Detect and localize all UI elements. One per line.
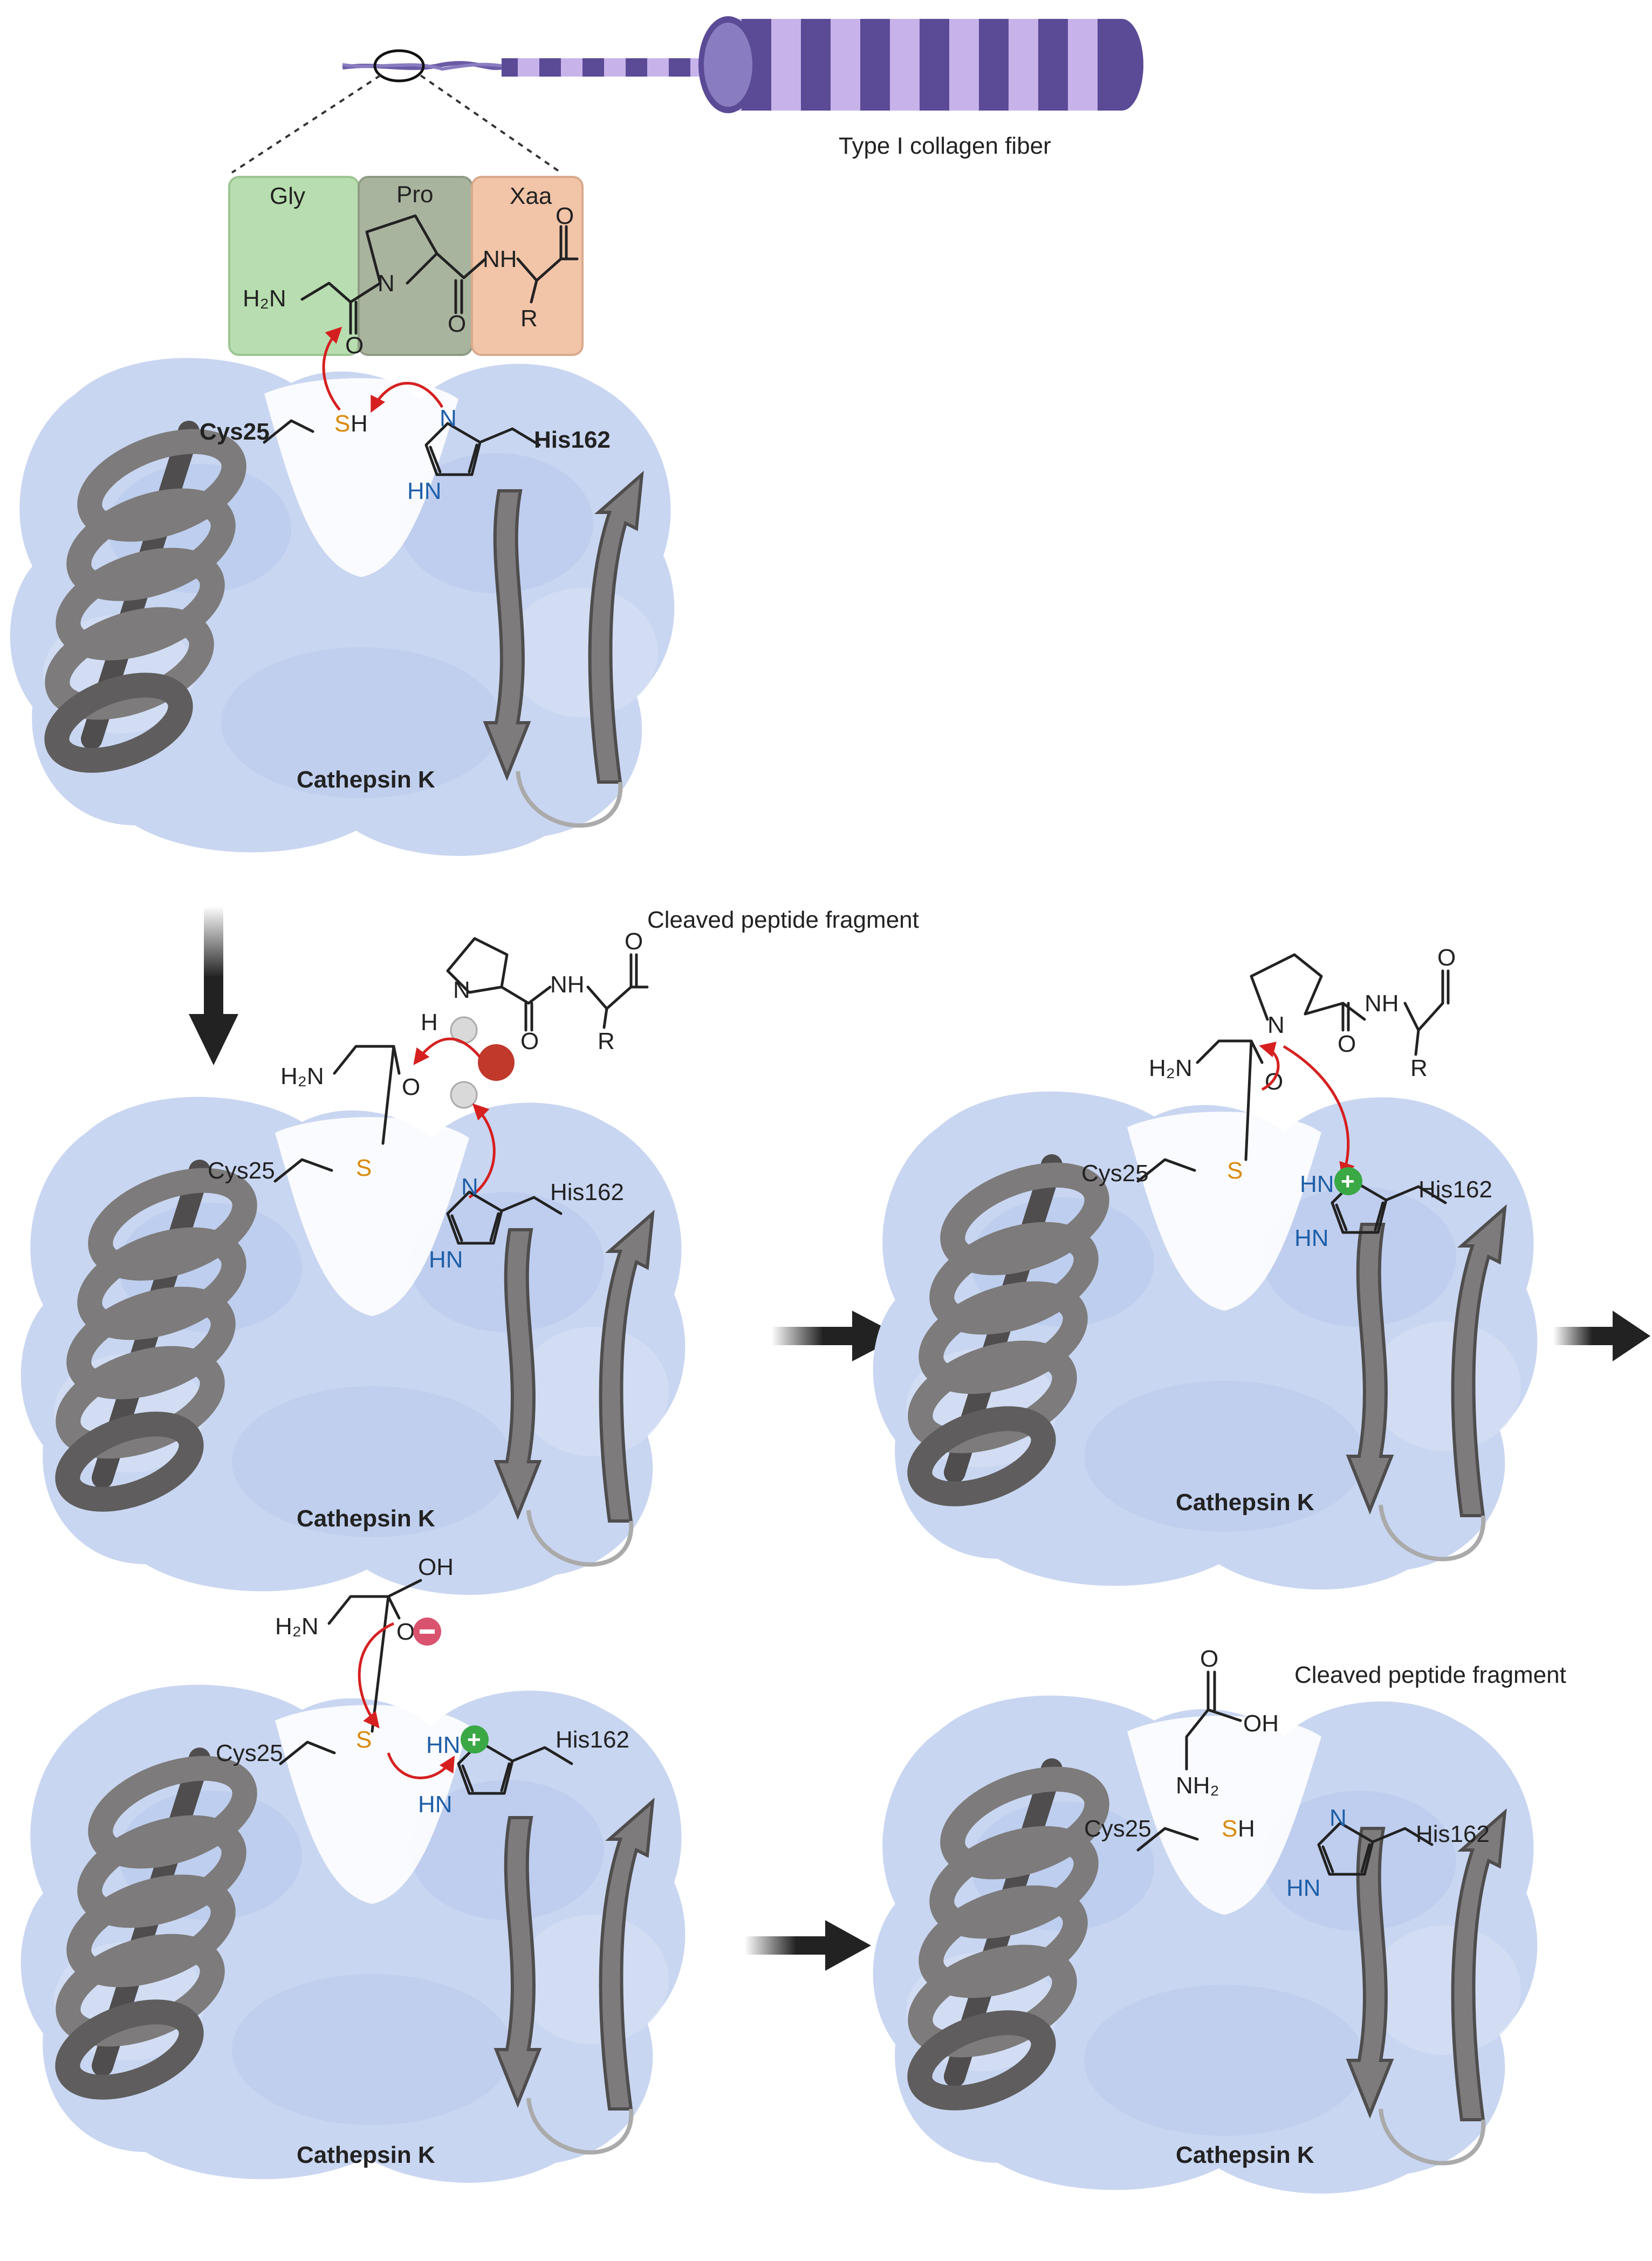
p1-imid-n-bottom: HN (407, 478, 442, 504)
p3-oxygen: O (1265, 1068, 1283, 1095)
gly-amine: H₂N (243, 285, 286, 312)
p1-enzyme-label: Cathepsin K (297, 766, 435, 793)
collagen-fiber: Type I collagen fiber (231, 16, 1143, 174)
p2-fragment-label: Cleaved peptide fragment (647, 907, 919, 933)
p3-nh: NH (1365, 990, 1399, 1017)
p3-sulfur: S (1227, 1157, 1243, 1184)
p5-sulfur-h: H (1238, 1815, 1255, 1842)
p4-amine: H₂N (275, 1613, 319, 1640)
step-arrow-right-2 (1553, 1311, 1650, 1361)
p2-amine: H₂N (280, 1063, 324, 1090)
step-arrow-right-1 (771, 1311, 901, 1361)
p4-imid-n-top: HN (426, 1732, 461, 1758)
p2-oxygen: O (402, 1074, 420, 1100)
zoom-ring (373, 49, 425, 83)
p4-cys-label: Cys25 (216, 1740, 283, 1766)
p1-sulfur-h: H (351, 410, 368, 437)
p1-sulfur: S (334, 410, 350, 437)
panel-1: Cys25 S H N HN His162 Cathepsin K (10, 326, 675, 856)
p5-his-label: His162 (1416, 1821, 1490, 1847)
p2-frag-o: O (520, 1028, 539, 1054)
svg-text:+: + (467, 1726, 481, 1753)
p4-his-label: His162 (556, 1726, 629, 1753)
p3-cys-label: Cys25 (1081, 1160, 1149, 1187)
pro-label: Pro (396, 181, 433, 208)
p3-plus-badge (1334, 1167, 1362, 1195)
p4-enzyme-label: Cathepsin K (297, 2142, 435, 2168)
p5-fragment-label: Cleaved peptide fragment (1294, 1662, 1566, 1688)
p2-enzyme-label: Cathepsin K (297, 1505, 435, 1532)
p5-amine: NH₂ (1176, 1772, 1219, 1799)
p2-imid-n-bottom: HN (429, 1246, 463, 1273)
water-oxygen (478, 1044, 515, 1081)
collagen-fiber-label: Type I collagen fiber (839, 133, 1051, 159)
p2-frag-r: R (598, 1028, 615, 1054)
xaa-carbonyl-o: O (556, 203, 574, 229)
gly-carbonyl-o: O (345, 332, 364, 359)
p2-frag-nh: NH (550, 971, 585, 998)
panel-4: H₂N OH O Cys25 S HN + HN His162 Cathepsi… (21, 1554, 686, 2183)
p3-enzyme-label: Cathepsin K (1176, 1489, 1314, 1516)
panel-5: Cleaved peptide fragment O OH NH₂ Cys25 … (873, 1646, 1566, 2194)
p3-imid-n-top: HN (1300, 1171, 1334, 1197)
xaa-label: Xaa (510, 183, 552, 209)
p1-cys-label: Cys25 (200, 419, 270, 445)
p1-imid-n-top: N (440, 405, 457, 431)
gly-label: Gly (270, 183, 305, 209)
panel-3: H₂N O N NH O O R Cys25 S HN + HN His162 … (873, 944, 1538, 1589)
p5-imid-n-bottom: HN (1286, 1875, 1321, 1901)
p4-arrow-o (358, 1622, 395, 1729)
p5-imid-n-top: N (1329, 1805, 1347, 1831)
zoom-line-right (420, 74, 562, 174)
p5-hydroxyl: OH (1243, 1710, 1279, 1737)
p3-arrow-o (1259, 1042, 1280, 1091)
p2-imid-n-top: N (461, 1174, 478, 1200)
p2-frag-h: H (421, 1009, 438, 1036)
pro-nitrogen: N (378, 270, 395, 297)
p4-arrow-s (387, 1752, 455, 1779)
xaa-nh: NH (483, 246, 517, 272)
p5-sulfur: S (1222, 1815, 1237, 1842)
p3-n: N (1267, 1012, 1285, 1038)
p3-arrow-n (1283, 1045, 1355, 1179)
pro-carbonyl-o: O (448, 311, 466, 337)
p4-sulfur: S (356, 1726, 372, 1753)
water-h2 (450, 1081, 478, 1109)
p1-his-label: His162 (534, 427, 611, 453)
p4-hydroxyl: OH (418, 1554, 454, 1580)
residue-boxes: Gly Pro Xaa H₂N N O O NH O R (228, 176, 584, 359)
p3-r: R (1410, 1055, 1428, 1081)
p3-his-label: His162 (1418, 1176, 1492, 1203)
p2-his-label: His162 (550, 1179, 624, 1205)
p2-frag-o2: O (625, 928, 643, 955)
p5-cys-label: Cys25 (1084, 1815, 1151, 1842)
p2-frag-n: N (453, 977, 470, 1003)
p4-oxygen: O (396, 1619, 415, 1645)
p1-arrow-s-to-c (322, 326, 342, 411)
xaa-box (471, 176, 584, 356)
p5-carbonyl-o: O (1200, 1646, 1218, 1672)
p4-plus-badge (461, 1725, 489, 1753)
p3-amine: H₂N (1149, 1055, 1192, 1081)
p3-xaa-o: O (1437, 944, 1456, 971)
p2-arrow-his (468, 1103, 496, 1199)
xaa-r: R (520, 305, 538, 332)
svg-text:+: + (1341, 1168, 1355, 1195)
zoom-line-left (231, 74, 381, 174)
p4-imid-n-bottom: HN (418, 1791, 453, 1818)
p5-enzyme-label: Cathepsin K (1176, 2142, 1314, 2168)
step-arrow-right-3 (744, 1920, 871, 1971)
p2-sulfur: S (356, 1155, 372, 1181)
panel-2: Cleaved peptide fragment N H NH O O R H₂… (21, 907, 919, 1595)
p3-imid-n-bottom: HN (1294, 1225, 1329, 1251)
p2-cys-label: Cys25 (208, 1157, 275, 1184)
p3-carbonyl-o: O (1338, 1031, 1356, 1057)
step-arrow-down (189, 906, 238, 1065)
p1-arrow-n-to-h (371, 381, 444, 413)
p2-arrow-water (413, 1037, 481, 1065)
